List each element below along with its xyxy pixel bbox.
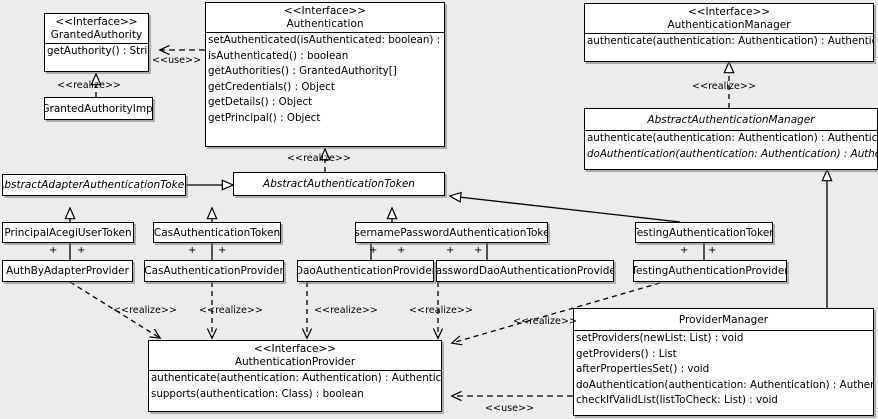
association-marker: + [397,245,406,256]
association-marker: + [49,245,58,256]
association-marker: + [708,245,717,256]
class-header: AbstractAuthenticationManager [585,109,877,130]
association-marker: + [446,245,455,256]
operation: doAuthentication(authentication: Authent… [576,378,873,391]
operation: isAuthenticated() : boolean [208,49,349,62]
label-realize-password-dao-provider: <<realize>> [409,305,473,316]
operations-compartment: setProviders(newList: List) : void getPr… [574,330,873,409]
class-name: CasAuthenticationToken [153,226,281,239]
association-marker: + [218,245,227,256]
label-realize-granted-authority-impl: <<realize>> [57,80,121,91]
label-use-provider-manager: <<use>> [485,403,535,414]
class-name: AbstractAdapterAuthenticationToken [2,179,186,191]
label-realize-dao-provider: <<realize>> [314,305,378,316]
class-password-dao-authentication-provider[interactable]: PasswordDaoAuthenticationProvider [436,260,614,282]
class-authentication-manager[interactable]: <<Interface>> AuthenticationManager auth… [584,3,874,62]
class-principal-acegi-user-token[interactable]: PrincipalAcegiUserToken [2,222,134,243]
class-authentication[interactable]: <<Interface>> Authentication setAuthenti… [205,2,445,147]
operations-compartment: setAuthenticated(isAuthenticated: boolea… [206,32,444,126]
class-abstract-adapter-authentication-token[interactable]: AbstractAdapterAuthenticationToken [2,174,186,196]
association-marker: + [680,245,689,256]
operation: authenticate(authentication: Authenticat… [151,372,441,384]
operation: getCredentials() : Object [208,80,335,93]
operation-abstract: doAuthentication(authentication: Authent… [587,147,877,160]
class-name: PasswordDaoAuthenticationProvider [436,265,614,277]
operations-compartment: authenticate(authentication: Authenticat… [149,370,441,402]
class-abstract-authentication-manager[interactable]: AbstractAuthenticationManager authentica… [584,108,878,170]
label-realize-testing-provider: <<realize>> [513,316,577,327]
class-name: AuthenticationProvider [234,356,356,368]
class-name: UsernamePasswordAuthenticationToken [355,226,548,239]
operation: authenticate(authentication: Authenticat… [587,35,873,47]
class-testing-authentication-token[interactable]: TestingAuthenticationToken [635,222,773,243]
class-name: AuthByAdapterProvider [6,265,129,277]
class-header: <<Interface>> Authentication [206,3,444,32]
class-granted-authority[interactable]: <<Interface>> GrantedAuthority getAuthor… [44,13,149,72]
class-username-password-authentication-token[interactable]: UsernamePasswordAuthenticationToken [355,222,548,243]
operation: checkIfValidList(listToCheck: List) : vo… [576,394,778,406]
label-realize-abstract-authentication-token: <<realize>> [287,153,351,164]
operations-compartment: authenticate(authentication: Authenticat… [585,33,873,50]
label-realize-abstract-authentication-manager: <<realize>> [692,81,756,92]
operation: getAuthorities() : GrantedAuthority[] [208,65,397,77]
association-marker: + [474,245,483,256]
operation: getPrincipal() : Object [208,111,321,124]
class-cas-authentication-token[interactable]: CasAuthenticationToken [153,222,281,243]
class-granted-authority-impl[interactable]: GrantedAuthorityImpl [44,97,153,120]
class-name: TestingAuthenticationToken [635,226,773,239]
class-header: <<Interface>> AuthenticationProvider [149,341,441,370]
association-marker: + [77,245,86,256]
class-name: GrantedAuthorityImpl [44,102,153,115]
class-name: GrantedAuthority [50,29,143,41]
class-abstract-authentication-token[interactable]: AbstractAuthenticationToken [233,172,445,196]
class-cas-authentication-provider[interactable]: CasAuthenticationProvider [144,260,284,282]
class-authentication-provider[interactable]: <<Interface>> AuthenticationProvider aut… [148,340,442,412]
class-name: AuthenticationManager [667,19,791,31]
label-realize-auth-by-adapter: <<realize>> [113,305,177,316]
class-header: ProviderManager [574,309,873,330]
association-marker: + [369,245,378,256]
operation: supports(authentication: Class) : boolea… [151,387,364,400]
class-provider-manager[interactable]: ProviderManager setProviders(newList: Li… [573,308,874,416]
class-name: AbstractAuthenticationManager [647,114,815,126]
association-marker: + [188,245,197,256]
class-testing-authentication-provider[interactable]: TestingAuthenticationProvider [633,260,787,282]
class-auth-by-adapter-provider[interactable]: AuthByAdapterProvider [2,260,133,282]
operation: setProviders(newList: List) : void [576,332,744,344]
label-use-authentication-granted: <<use>> [152,55,202,66]
class-name: ProviderManager [678,314,769,326]
operation: setAuthenticated(isAuthenticated: boolea… [208,34,444,46]
class-dao-authentication-provider[interactable]: DaoAuthenticationProvider [297,260,434,282]
stereotype: <<Interface>> [687,6,771,18]
operation: getDetails() : Object [208,96,313,108]
operations-compartment: getAuthority() : String [45,43,148,60]
operation: getProviders() : List [576,347,677,360]
label-realize-cas-provider: <<realize>> [199,305,263,316]
class-name: CasAuthenticationProvider [144,265,284,277]
class-name: PrincipalAcegiUserToken [4,226,132,239]
operation: getAuthority() : String [47,45,148,57]
class-header: <<Interface>> AuthenticationManager [585,4,873,33]
stereotype: <<Interface>> [55,16,138,28]
class-name: Authentication [286,18,364,30]
stereotype: <<Interface>> [253,343,337,355]
class-name: DaoAuthenticationProvider [297,265,434,277]
class-name: AbstractAuthenticationToken [263,178,415,190]
class-name: TestingAuthenticationProvider [633,265,787,277]
operation: authenticate(authentication: Authenticat… [587,132,877,144]
operations-compartment: authenticate(authentication: Authenticat… [585,130,877,162]
stereotype: <<Interface>> [283,5,367,17]
operation: afterPropertiesSet() : void [576,363,710,375]
class-header: <<Interface>> GrantedAuthority [45,14,148,43]
